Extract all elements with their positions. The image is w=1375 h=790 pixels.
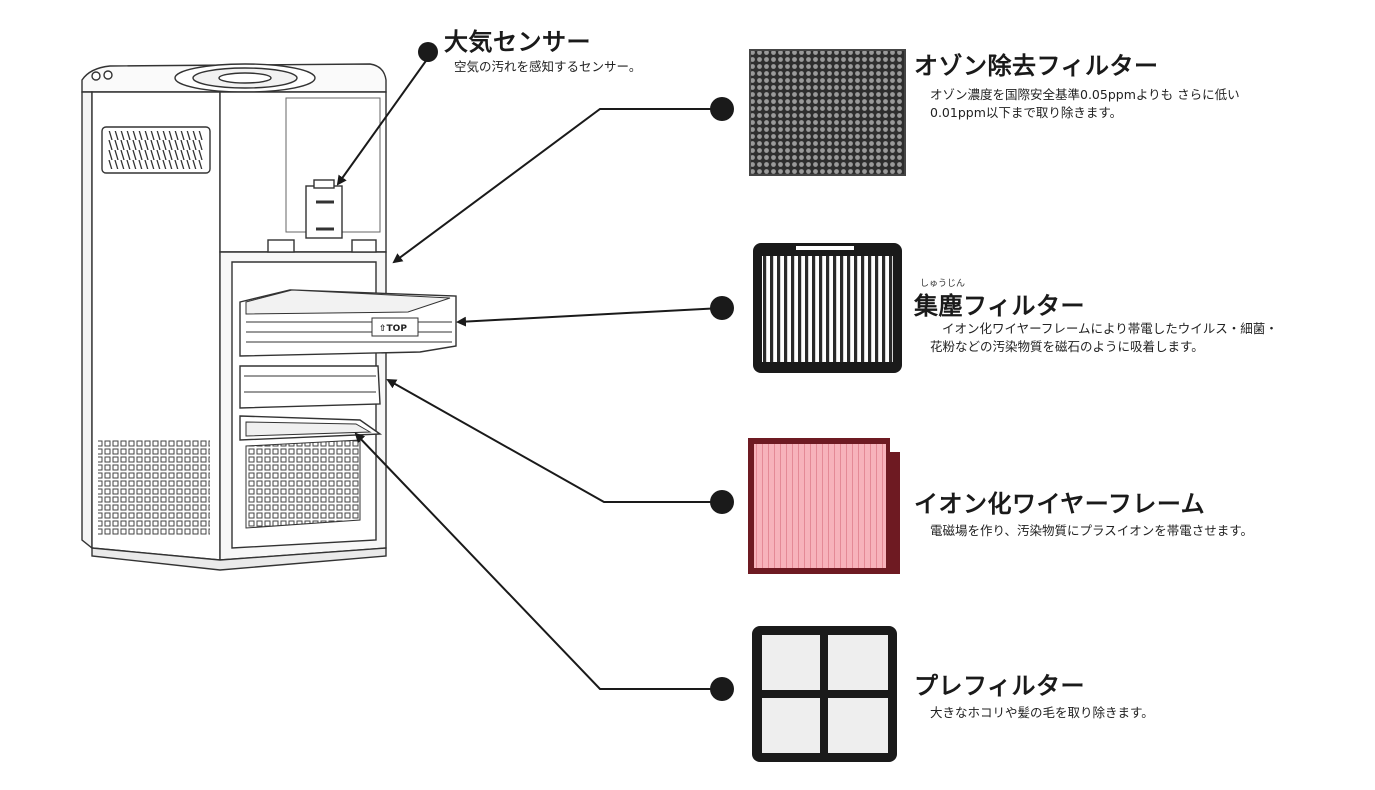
sensor-title: 大気センサー — [444, 28, 591, 56]
prefilter-arrow — [354, 432, 722, 690]
sensor-dot — [418, 42, 438, 62]
dust-filter-image — [753, 243, 902, 373]
ion-frame-image — [748, 438, 900, 574]
leader-dots — [418, 42, 734, 701]
sensor-arrow — [336, 57, 429, 186]
dust-filter-description-line2: 花粉などの汚染物質を磁石のように吸着します。 — [930, 339, 1204, 354]
ion-dot — [710, 490, 734, 514]
ozone-filter-description-line2: 0.01ppm以下まで取り除きます。 — [930, 105, 1123, 120]
ozone-filter-title: オゾン除去フィルター — [914, 52, 1159, 80]
prefilter-dot — [710, 677, 734, 701]
dust-filter-ruby: しゅうじん — [920, 279, 966, 289]
leader-lines — [336, 57, 723, 690]
sensor-description: 空気の汚れを感知するセンサー。 — [454, 59, 642, 74]
ozone-arrow — [392, 108, 722, 264]
pre-filter-title: プレフィルター — [914, 672, 1086, 700]
ozone-dot — [710, 97, 734, 121]
ozone-filter-image — [749, 49, 906, 176]
dust-dot — [710, 296, 734, 320]
dust-arrow — [456, 307, 723, 327]
pre-filter-image — [752, 626, 897, 762]
air-purifier-illustration — [81, 63, 457, 571]
ion-frame-description: 電磁場を作り、汚染物質にプラスイオンを帯電させます。 — [930, 523, 1254, 538]
ion-arrow — [386, 379, 722, 503]
dust-filter-title: 集塵フィルター — [914, 292, 1086, 320]
ion-frame-title: イオン化ワイヤーフレーム — [914, 490, 1206, 518]
ozone-filter-description-line1: オゾン濃度を国際安全基準0.05ppmよりも さらに低い — [930, 87, 1240, 102]
tray-top-label: ⇧TOP — [379, 324, 407, 334]
dust-filter-description-line1: イオン化ワイヤーフレームにより帯電したウイルス・細菌・ — [942, 321, 1278, 336]
pre-filter-description: 大きなホコリや髪の毛を取り除きます。 — [930, 705, 1154, 720]
